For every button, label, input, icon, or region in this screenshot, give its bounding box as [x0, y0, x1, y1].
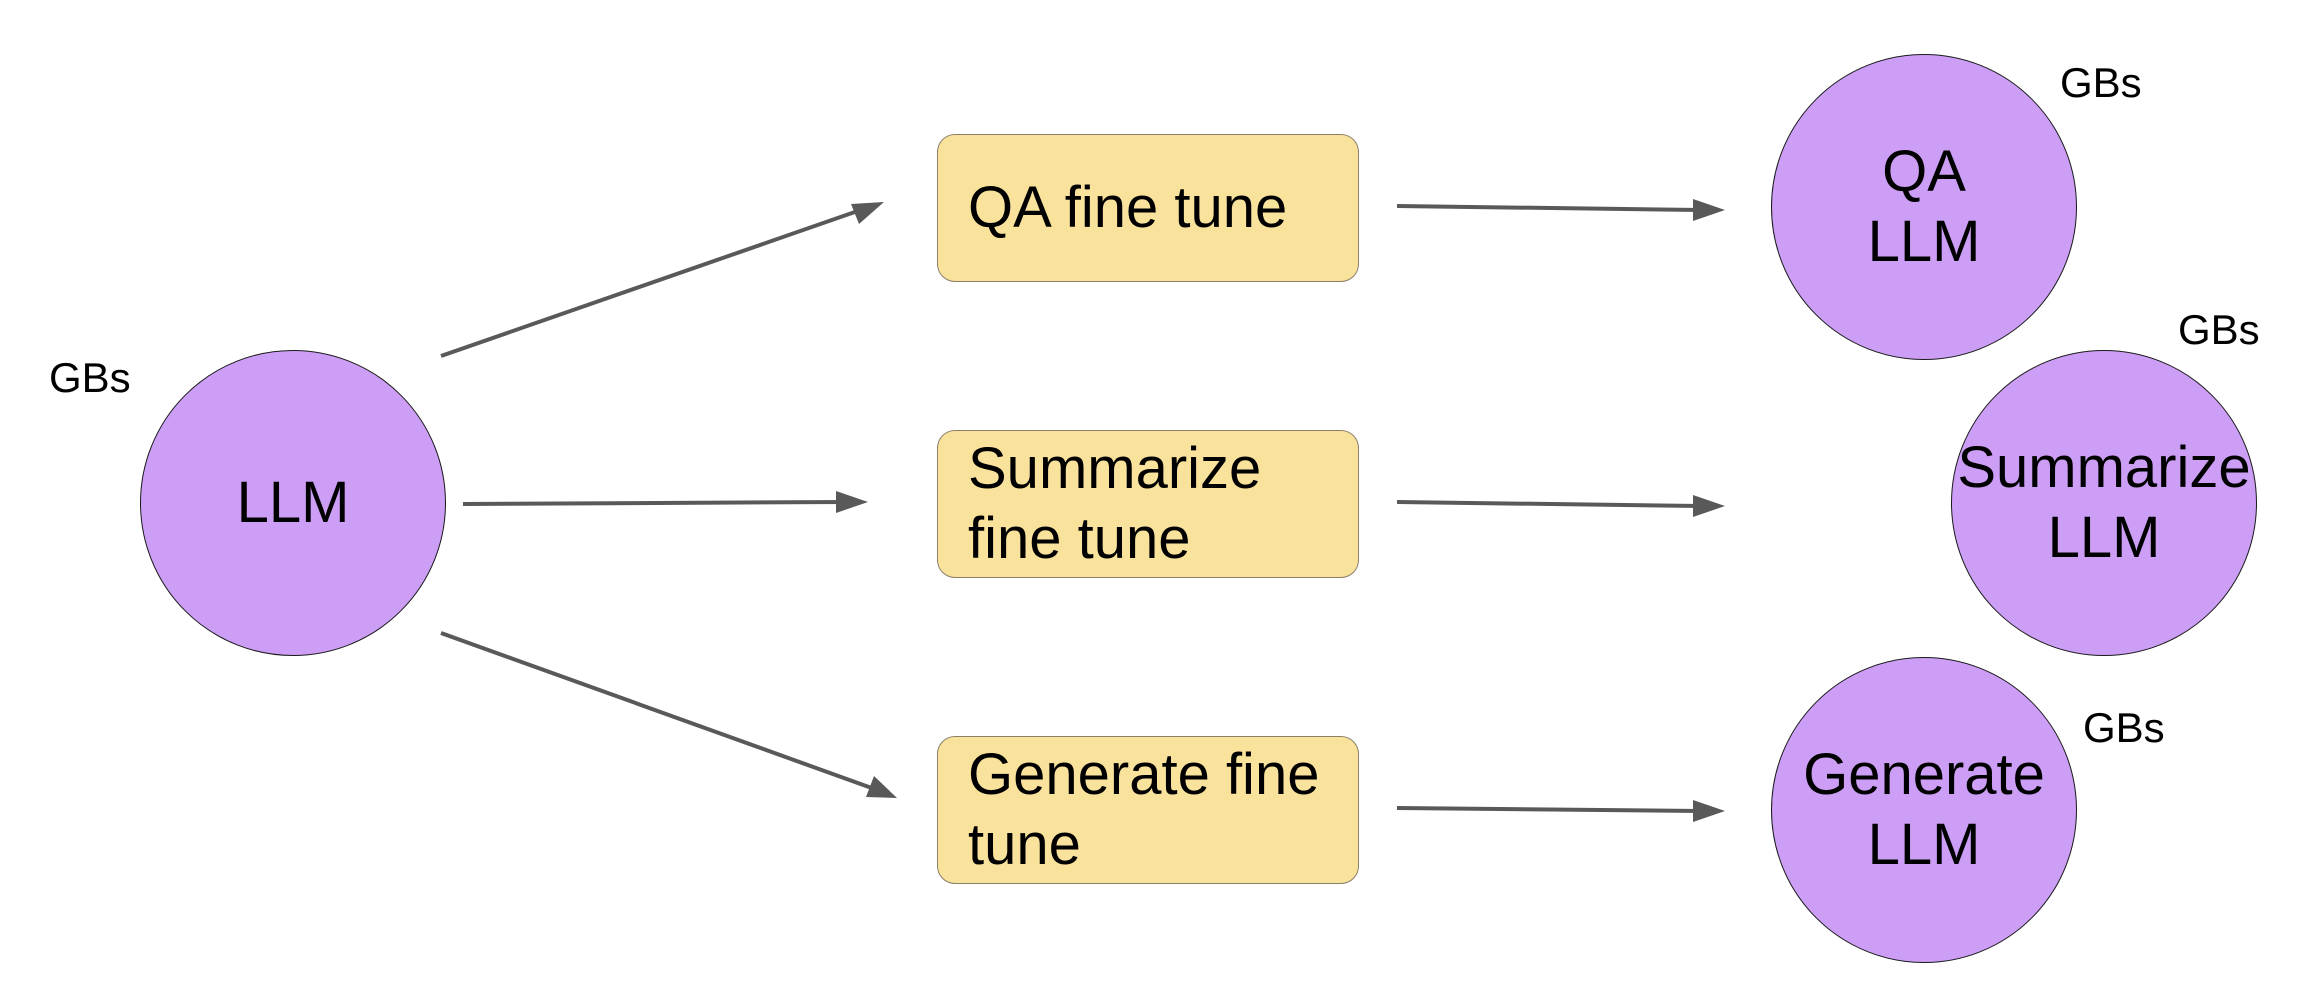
base-model-size-label: GBs: [49, 354, 131, 401]
qa-llm-label-line-2: LLM: [1867, 209, 1981, 274]
arrow-qa-fine-tune-to-qa-llm: [1396, 204, 1701, 212]
generate-llm-size-label: GBs: [2083, 704, 2165, 751]
qa-llm-label-line-1: QA: [1882, 139, 1966, 204]
arrow-summarize-fine-tune-to-summarize-llm: [1396, 500, 1701, 508]
generate-fine-tune-label-line-1: Generate fine: [968, 742, 1320, 807]
generate-fine-tune-label-line-2: tune: [968, 812, 1081, 877]
base-model-node: LLM: [140, 350, 446, 656]
arrowhead-qa-fine-tune-to-qa-llm: [1693, 199, 1725, 221]
summarize-fine-tune-label-line-2: fine tune: [968, 506, 1191, 571]
summarize-llm-label-line-2: LLM: [2047, 505, 2161, 570]
arrow-llm-to-summarize-fine-tune: [462, 500, 846, 506]
arrow-llm-to-generate-fine-tune: [440, 631, 881, 793]
generate-llm-node: Generate LLM: [1771, 657, 2077, 963]
generate-llm-label-line-2: LLM: [1867, 812, 1981, 877]
qa-llm-node: QA LLM: [1771, 54, 2077, 360]
arrowhead-llm-to-qa-fine-tune: [851, 202, 884, 224]
qa-llm-size-label: GBs: [2060, 59, 2142, 106]
arrowhead-summarize-fine-tune-to-summarize-llm: [1693, 495, 1725, 517]
arrowhead-generate-fine-tune-to-generate-llm: [1693, 800, 1725, 822]
base-model-label: LLM: [236, 470, 350, 535]
qa-fine-tune-node: QA fine tune: [937, 134, 1359, 282]
summarize-fine-tune-node: Summarize fine tune: [937, 430, 1359, 578]
summarize-llm-node: Summarize LLM: [1951, 350, 2257, 656]
summarize-llm-label-line-1: Summarize: [1957, 435, 2251, 500]
arrow-generate-fine-tune-to-generate-llm: [1396, 806, 1701, 813]
generate-llm-label-line-1: Generate: [1803, 742, 2045, 807]
summarize-fine-tune-label-line-1: Summarize: [968, 436, 1262, 501]
arrowhead-llm-to-generate-fine-tune: [866, 776, 897, 798]
qa-fine-tune-label-line-1: QA fine tune: [968, 175, 1288, 240]
arrowhead-llm-to-summarize-fine-tune: [836, 491, 868, 513]
summarize-llm-size-label: GBs: [2178, 306, 2260, 353]
arrow-llm-to-qa-fine-tune: [440, 203, 876, 358]
generate-fine-tune-node: Generate fine tune: [937, 736, 1359, 884]
